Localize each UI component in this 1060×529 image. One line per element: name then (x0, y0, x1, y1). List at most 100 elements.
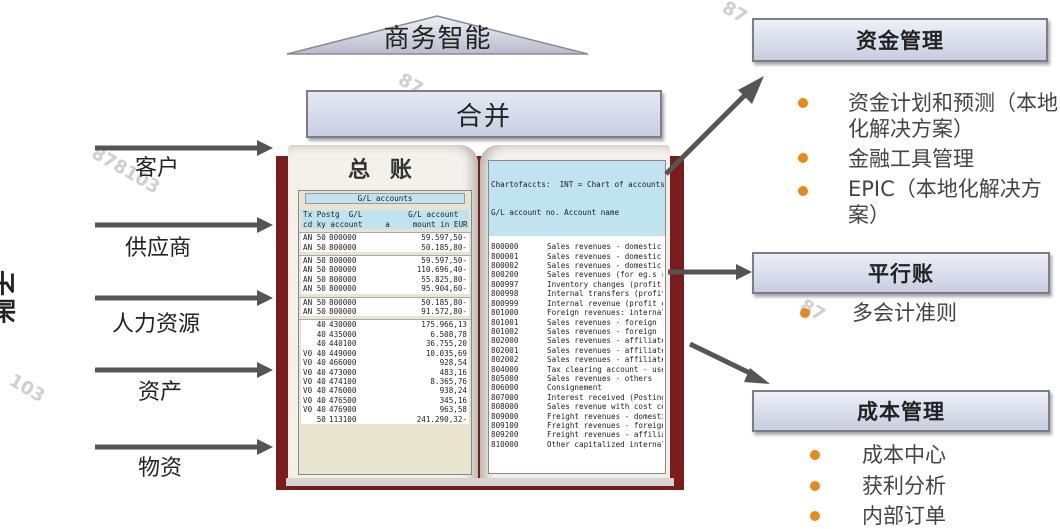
table-cell: Sales revenues (for eg.s r (547, 270, 663, 280)
table-cell: 40 (303, 339, 326, 349)
table-cell: 55.825,80- (421, 274, 467, 284)
bullet-dot (810, 450, 820, 460)
table-cell: 113100 (329, 414, 357, 424)
funds-bullet-instruments: 金融工具管理 (848, 147, 974, 171)
table-cell: AN 50 (303, 284, 326, 294)
gl-table-header-line: Tx Postg G/L G/L account (303, 210, 459, 220)
table-cell: 800998 (491, 289, 519, 299)
table-cell: 800000 (491, 242, 519, 252)
table-cell: 40 (303, 329, 326, 339)
merge-box: 合并 (306, 90, 662, 138)
table-cell: 800000 (329, 297, 357, 307)
table-cell: Freight revenues - domesti (547, 411, 663, 421)
table-cell: 800200 (491, 270, 519, 280)
table-cell: 345,16 (439, 395, 467, 405)
subledger-arrow (95, 362, 273, 378)
table-cell: 59.597,50- (421, 256, 467, 266)
table-cell: 800002 (491, 261, 519, 271)
table-cell: 800000 (329, 265, 357, 275)
table-cell: Freight revenues - foreign (547, 420, 663, 430)
table-cell: 800000 (329, 233, 357, 243)
coa-table-header-line: G/L account no. Account name (491, 208, 620, 218)
table-cell: 435000 (329, 329, 357, 339)
cost-bullet-internal-orders: 内部订单 (862, 504, 946, 528)
table-cell: Sales revenue with cost ce (547, 402, 663, 412)
table-cell: 440100 (329, 339, 357, 349)
table-cell: 6.508,78 (430, 329, 467, 339)
table-cell: 95.904,60- (421, 284, 467, 294)
table-cell: V0 40 (303, 348, 326, 358)
table-cell: V0 40 (303, 395, 326, 405)
table-cell: V0 40 (303, 376, 326, 386)
subledger-item-customer: 客户 (135, 156, 180, 181)
parallel-bullet-gaap: 多会计准则 (852, 301, 957, 325)
subledger-title: 子账 (0, 270, 16, 327)
table-cell: 91.572,80- (421, 307, 467, 317)
subledger-item-assets: 资产 (138, 380, 183, 405)
table-row: 802002 Sales revenues - affiliate (489, 355, 665, 364)
table-cell: 806000 (491, 383, 519, 393)
table-cell: Internal transfers (profit (547, 289, 663, 299)
bullet-dot (810, 481, 820, 491)
subledger-arrow (95, 439, 273, 455)
table-cell: 59.597,50- (421, 233, 467, 243)
arrow-to-cost (688, 341, 770, 384)
table-row: 809100 Freight revenues - foreign (489, 421, 665, 430)
roof-label: 商务智能 (383, 24, 492, 54)
table-cell: 963,58 (439, 405, 467, 415)
table-cell: 928,54 (439, 358, 467, 368)
subledger-item-hr: 人力资源 (112, 312, 201, 337)
table-cell: 800000 (329, 274, 357, 284)
table-cell: 10.035,69 (425, 348, 467, 358)
table-cell: 802002 (491, 355, 519, 365)
coa-table-header: Chartofaccts: INT = Chart of accounts - … (489, 161, 665, 237)
bullet-dot (798, 98, 808, 108)
table-cell: 938,24 (439, 386, 467, 396)
gl-table-header-line: cd ky account a mount in EUR (303, 219, 468, 229)
coa-table-header-line: Chartofaccts: INT = Chart of accounts - (491, 179, 665, 189)
bullet-dot (798, 186, 808, 196)
table-cell: 802000 (491, 336, 519, 346)
table-cell: 110.696,40- (416, 265, 467, 275)
table-cell: Sales revenues - affiliate (547, 336, 663, 346)
table-cell: V0 40 (303, 405, 326, 415)
table-cell: Sales revenues - domestic (547, 261, 662, 271)
table-cell: 800000 (329, 242, 357, 252)
table-cell: 466000 (329, 358, 357, 368)
table-cell: Sales revenues - domestic (547, 242, 662, 252)
table-row: 800002 Sales revenues - domestic (489, 261, 665, 270)
table-cell: 483,16 (439, 367, 467, 377)
table-cell: Sales revenues - affiliate (547, 355, 663, 365)
funds-management-box: 资金管理 (752, 18, 1048, 62)
table-row: 800200 Sales revenues (for eg.s r (489, 270, 665, 279)
table-cell: 36.755,20 (425, 339, 467, 349)
watermark: 103 (5, 370, 49, 407)
table-cell: 175.966,13 (421, 320, 467, 330)
cost-bullet-cost-center: 成本中心 (862, 443, 946, 467)
table-cell: Internal revenue (profit c (547, 298, 663, 308)
chart-of-accounts-table: Chartofaccts: INT = Chart of accounts - … (488, 160, 666, 474)
table-cell: AN 50 (303, 307, 326, 317)
subledger-arrow (95, 140, 273, 156)
table-cell: 809100 (491, 420, 519, 430)
